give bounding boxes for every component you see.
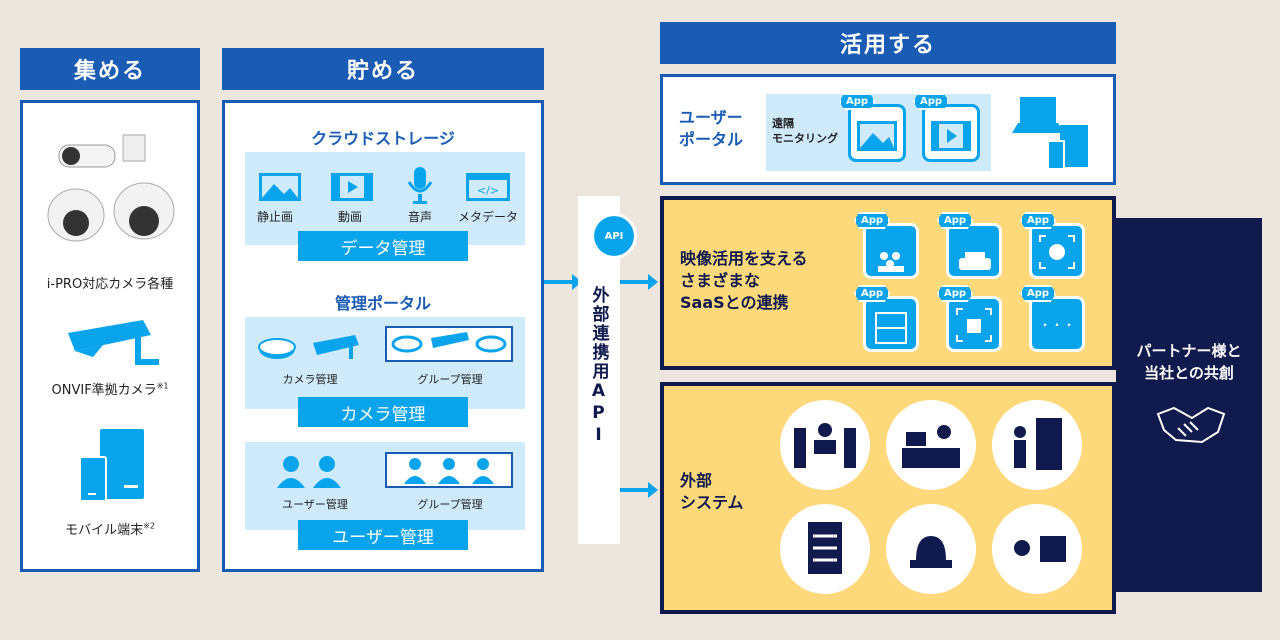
cloud-storage-title: クラウドストレージ	[311, 129, 455, 148]
video-label: 動画	[337, 210, 362, 224]
app-tag: App	[854, 212, 891, 229]
car-icon	[959, 252, 991, 270]
app-tag: App	[854, 285, 891, 302]
arrow-to-saas	[620, 274, 658, 290]
camera-group-icons	[391, 332, 507, 353]
object-scan-icon	[956, 308, 992, 342]
app-tag: App	[1020, 212, 1057, 229]
still-image-label: 静止画	[256, 210, 293, 224]
arrow-to-external	[620, 482, 658, 498]
microphone-icon	[407, 167, 433, 204]
more-ellipsis: ・・・	[1038, 317, 1075, 332]
data-management-badge: データ管理	[298, 231, 468, 261]
remote-monitoring-panel: 遠隔モニタリング App App	[766, 93, 991, 171]
people-counting-icon	[878, 252, 904, 272]
metadata-label: メタデータ	[457, 210, 518, 224]
api-column: API 外部連携用API	[578, 196, 637, 544]
camera-group-frame	[385, 326, 513, 362]
arrow-to-api	[544, 274, 582, 290]
collect-box: i-PRO対応カメラ各種 ONVIF準拠カメラ※1 モバイル端末※2	[20, 100, 200, 572]
saas-l3: SaaSとの連携	[680, 293, 789, 312]
alarm-light-icon	[886, 504, 976, 594]
camera-panel: カメラ管理 グループ管理	[245, 317, 525, 409]
onvif-camera-icon	[68, 320, 159, 365]
collect-header: 集める	[20, 48, 200, 90]
handshake-icon	[1156, 406, 1226, 444]
camera-management-badge: カメラ管理	[298, 397, 468, 427]
partner-panel: パートナー様と当社との共創	[1116, 218, 1262, 592]
api-label: 外部連携用API	[588, 286, 609, 447]
external-l1: 外部	[680, 471, 713, 490]
user-group-icons	[404, 458, 494, 484]
app-shelf-monitoring[interactable]: App	[854, 285, 919, 352]
app-object-scan[interactable]: App	[937, 285, 1002, 352]
user-portal-title-l2: ポータル	[679, 130, 744, 149]
pc-and-mobile-icon	[1012, 97, 1088, 170]
store-header: 貯める	[222, 48, 544, 90]
camera-management-label: カメラ管理	[282, 373, 338, 386]
video-icon	[931, 121, 971, 151]
camera-group-label: グループ管理	[417, 373, 483, 386]
app-tag: App	[1020, 285, 1057, 302]
app-face-recognition[interactable]: App	[1020, 212, 1085, 279]
partner-line1: パートナー様と	[1136, 342, 1242, 360]
face-recognition-icon	[1039, 235, 1075, 269]
camera-devices-icon	[258, 335, 359, 359]
app-tag: App	[913, 93, 950, 110]
ipro-camera-label: i-PRO対応カメラ各種	[46, 277, 174, 292]
partner-text: パートナー様と当社との共創	[1116, 340, 1262, 384]
image-icon	[259, 173, 301, 201]
remote-l2: モニタリング	[772, 132, 838, 145]
saas-text: 映像活用を支えるさまざまな SaaSとの連携	[680, 248, 808, 314]
user-panel: ユーザー管理 グループ管理	[245, 442, 525, 530]
app-more[interactable]: App ・・・	[1020, 285, 1085, 352]
saas-l2: さまざまな	[680, 271, 761, 290]
use-header: 活用する	[660, 22, 1116, 64]
shelf-icon	[875, 312, 907, 344]
cloud-storage-panel: </> 静止画 動画 音声 メタデータ	[245, 152, 525, 245]
app-people-counting[interactable]: App	[854, 212, 919, 279]
video-icon	[331, 173, 373, 201]
saas-box: 映像活用を支えるさまざまな SaaSとの連携 App App App App Ap…	[660, 196, 1116, 370]
app-tag: App	[937, 212, 974, 229]
external-l2: システム	[680, 493, 744, 512]
gate-icon	[780, 400, 870, 490]
checklist-icon	[780, 504, 870, 594]
app-tag: App	[839, 93, 876, 110]
signage-icon	[992, 400, 1082, 490]
metadata-code-icon: </>	[466, 173, 510, 201]
camera-group-icon	[47, 134, 175, 242]
mobile-device-icon	[79, 429, 144, 502]
api-gear-icon: API	[591, 213, 637, 259]
user-management-badge: ユーザー管理	[298, 520, 468, 550]
management-portal-title: 管理ポータル	[334, 294, 431, 313]
face-calendar-icon	[992, 504, 1082, 594]
external-system-box: 外部システム	[660, 382, 1116, 614]
user-group-label: グループ管理	[417, 498, 483, 511]
image-icon	[857, 121, 897, 151]
partner-line2: 当社との共創	[1144, 364, 1234, 382]
users-icon	[277, 456, 341, 488]
register-counter-icon	[886, 400, 976, 490]
user-portal-title: ユーザーポータル	[679, 107, 743, 151]
app-tag: App	[937, 285, 974, 302]
onvif-camera-label: ONVIF準拠カメラ※1	[51, 381, 169, 398]
saas-l1: 映像活用を支える	[680, 249, 808, 268]
audio-label: 音声	[407, 210, 432, 224]
app-image-tile[interactable]: App	[839, 93, 906, 162]
remote-l1: 遠隔	[772, 117, 794, 130]
user-portal-box: ユーザーポータル 遠隔モニタリング App App	[660, 74, 1116, 185]
svg-text:</>: </>	[477, 184, 499, 197]
store-box: クラウドストレージ </> 静止画 動画 音声 メタデータ データ管理 管理ポー…	[222, 100, 544, 572]
app-vehicle-detection[interactable]: App	[937, 212, 1002, 279]
user-management-label: ユーザー管理	[282, 498, 348, 511]
user-portal-title-l1: ユーザー	[679, 108, 743, 127]
remote-monitoring-label: 遠隔モニタリング	[772, 116, 838, 146]
external-system-text: 外部システム	[680, 470, 744, 514]
user-group-frame	[385, 452, 513, 488]
app-video-tile[interactable]: App	[913, 93, 980, 162]
mobile-label: モバイル端末※2	[65, 521, 155, 538]
